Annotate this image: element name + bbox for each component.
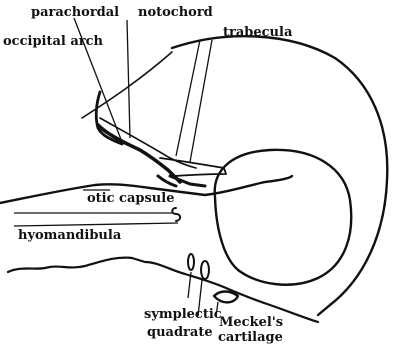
- label-quadrate: quadrate: [147, 325, 213, 340]
- label-parachordal: parachordal: [31, 5, 119, 20]
- leader-notochord: [127, 20, 130, 138]
- label-meckels-line2: cartilage: [218, 330, 283, 345]
- eye-outline: [215, 150, 352, 285]
- label-meckels-line1: Meckel's: [219, 315, 283, 330]
- leader-trabecula-2: [176, 40, 200, 156]
- label-symplectic: symplectic: [144, 307, 222, 322]
- leader-trabecula: [190, 40, 212, 162]
- label-otic-capsule: otic capsule: [87, 191, 174, 206]
- symplectic-shape: [188, 254, 194, 270]
- parachordal-shape: [98, 125, 180, 182]
- quadrate-shape: [201, 261, 209, 279]
- leader-hyomandibula-bottom: [14, 223, 178, 226]
- label-trabecula: trabecula: [223, 25, 293, 40]
- head-outline-dorsal: [172, 36, 387, 315]
- label-hyomandibula: hyomandibula: [18, 228, 122, 243]
- label-occipital-arch: occipital arch: [3, 34, 104, 49]
- label-notochord: notochord: [138, 5, 213, 20]
- meckels-cartilage-shape: [214, 292, 238, 303]
- hyomandibula-shape: [172, 208, 180, 221]
